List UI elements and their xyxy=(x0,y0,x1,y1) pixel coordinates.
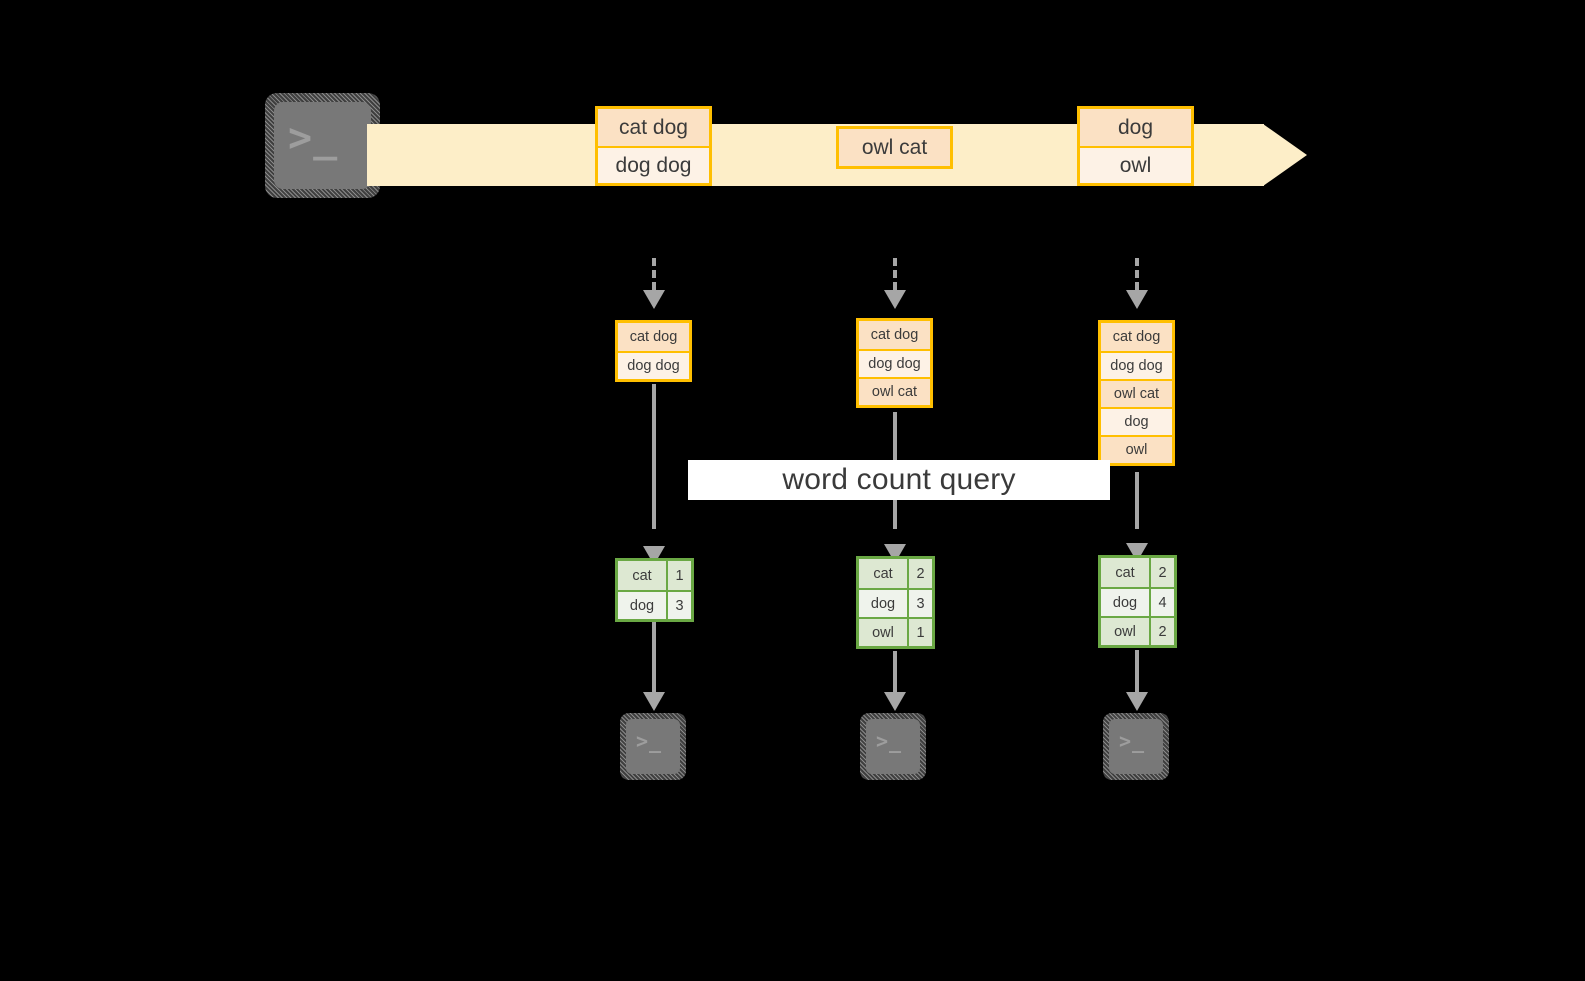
stream-record-line: dog dog xyxy=(598,146,709,183)
result-word: owl xyxy=(859,619,907,646)
result-word: dog xyxy=(859,590,907,617)
input-row: cat dog xyxy=(1101,323,1172,351)
input-row: dog dog xyxy=(1101,351,1172,379)
input-row: owl xyxy=(1101,435,1172,463)
terminal-screen: >_ xyxy=(274,102,371,189)
input-row: cat dog xyxy=(859,321,930,349)
table-row: cat 1 xyxy=(618,561,691,590)
table-row: cat 2 xyxy=(1101,558,1174,587)
stream-record-line: owl cat xyxy=(839,129,950,166)
stream-batch-1: cat dog dog dog xyxy=(595,106,712,186)
stream-batch-3: dog owl xyxy=(1077,106,1194,186)
stream-record-line: owl xyxy=(1080,146,1191,183)
column-1-feed-arrowhead-icon xyxy=(643,290,665,309)
result-count: 1 xyxy=(666,561,691,590)
column-2-result-table: cat 2 dog 3 owl 1 xyxy=(856,556,935,649)
terminal-screen: >_ xyxy=(626,719,680,774)
result-count: 3 xyxy=(666,592,691,619)
result-count: 2 xyxy=(907,559,932,588)
column-3-feed-line xyxy=(1135,258,1139,290)
result-word: cat xyxy=(618,561,666,590)
column-1-sink-line xyxy=(652,622,656,692)
result-word: cat xyxy=(1101,558,1149,587)
result-word: dog xyxy=(618,592,666,619)
column-1-query-line xyxy=(652,384,656,529)
result-count: 1 xyxy=(907,619,932,646)
terminal-screen: >_ xyxy=(866,719,920,774)
stream-record-line: cat dog xyxy=(598,109,709,146)
source-terminal-icon: >_ xyxy=(265,93,380,198)
column-1-input-table: cat dog dog dog xyxy=(615,320,692,382)
input-row: dog dog xyxy=(859,349,930,377)
column-2-sink-arrowhead-icon xyxy=(884,692,906,711)
input-row: dog xyxy=(1101,407,1172,435)
column-3-sink-terminal-icon: >_ xyxy=(1103,713,1169,780)
column-3-sink-line xyxy=(1135,650,1139,692)
column-3-query-line xyxy=(1135,472,1139,529)
input-row: dog dog xyxy=(618,351,689,379)
result-count: 4 xyxy=(1149,589,1174,616)
terminal-screen: >_ xyxy=(1109,719,1163,774)
input-row: owl cat xyxy=(859,377,930,405)
stream-arrow-head-icon xyxy=(1263,124,1307,186)
table-row: dog 3 xyxy=(618,590,691,619)
column-2-feed-line xyxy=(893,258,897,290)
table-row: dog 3 xyxy=(859,588,932,617)
input-row: cat dog xyxy=(618,323,689,351)
column-3-result-table: cat 2 dog 4 owl 2 xyxy=(1098,555,1177,648)
query-banner: word count query xyxy=(688,460,1110,500)
result-count: 2 xyxy=(1149,558,1174,587)
stream-batch-2: owl cat xyxy=(836,126,953,169)
table-row: cat 2 xyxy=(859,559,932,588)
terminal-prompt-glyph: >_ xyxy=(1119,729,1146,753)
result-count: 2 xyxy=(1149,618,1174,645)
column-1-sink-arrowhead-icon xyxy=(643,692,665,711)
terminal-prompt-glyph: >_ xyxy=(876,729,903,753)
result-word: owl xyxy=(1101,618,1149,645)
column-1-feed-line xyxy=(652,258,656,290)
input-row: owl cat xyxy=(1101,379,1172,407)
query-banner-label: word count query xyxy=(782,463,1016,496)
result-word: cat xyxy=(859,559,907,588)
result-count: 3 xyxy=(907,590,932,617)
column-2-sink-terminal-icon: >_ xyxy=(860,713,926,780)
stream-record-line: dog xyxy=(1080,109,1191,146)
column-2-feed-arrowhead-icon xyxy=(884,290,906,309)
column-1-sink-terminal-icon: >_ xyxy=(620,713,686,780)
column-2-sink-line xyxy=(893,651,897,692)
column-3-feed-arrowhead-icon xyxy=(1126,290,1148,309)
column-3-input-table: cat dog dog dog owl cat dog owl xyxy=(1098,320,1175,466)
terminal-prompt-glyph: >_ xyxy=(636,729,663,753)
table-row: owl 1 xyxy=(859,617,932,646)
table-row: dog 4 xyxy=(1101,587,1174,616)
column-1-result-table: cat 1 dog 3 xyxy=(615,558,694,622)
result-word: dog xyxy=(1101,589,1149,616)
terminal-prompt-glyph: >_ xyxy=(288,115,339,161)
column-3-sink-arrowhead-icon xyxy=(1126,692,1148,711)
table-row: owl 2 xyxy=(1101,616,1174,645)
column-2-input-table: cat dog dog dog owl cat xyxy=(856,318,933,408)
